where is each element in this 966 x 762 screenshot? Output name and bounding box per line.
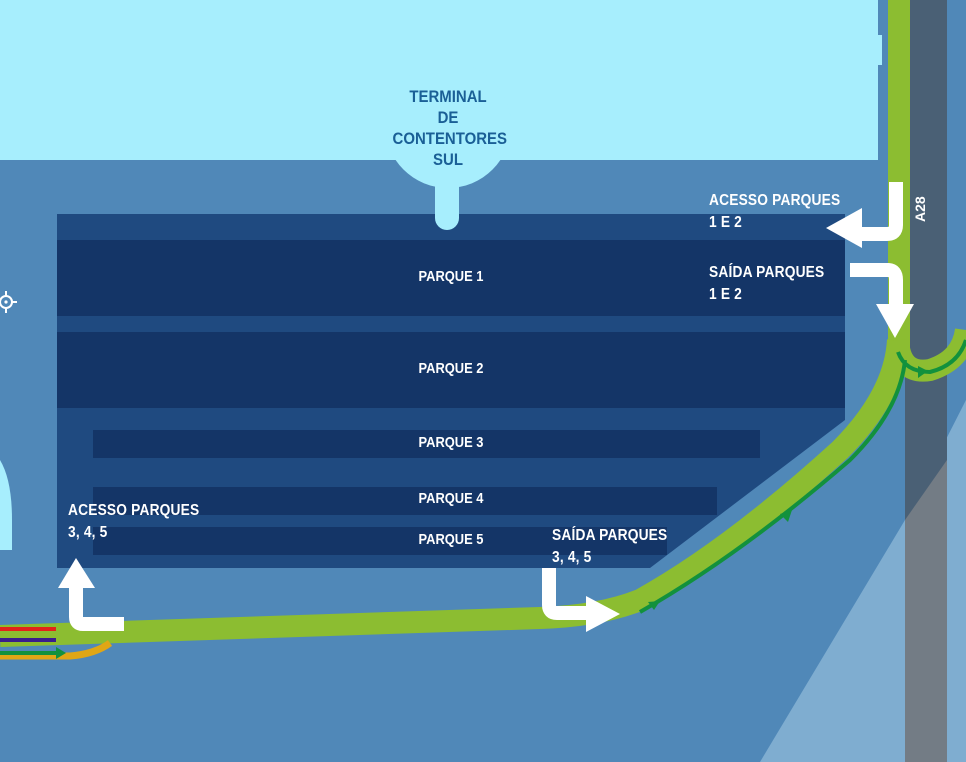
highway-a28-lower xyxy=(905,460,947,762)
park-4-area xyxy=(93,487,717,515)
terminal-bubble xyxy=(385,62,511,188)
park-5-label: PARQUE 5 xyxy=(418,531,484,548)
exit-3-4-5-line-2: 3, 4, 5 xyxy=(552,549,592,566)
exit-3-4-5-sign: SAÍDA PARQUES 3, 4, 5 xyxy=(552,525,667,569)
access-1-2-sign: ACESSO PARQUES 1 E 2 xyxy=(709,190,840,234)
exit-1-2-arrow xyxy=(850,263,903,305)
access-3-4-5-line-1: ACESSO PARQUES xyxy=(68,502,200,519)
exit-3-4-5-arrow xyxy=(542,568,588,620)
water-notch xyxy=(870,35,882,65)
locate-crosshair-icon[interactable] xyxy=(0,290,18,314)
park-2-area xyxy=(57,332,845,408)
access-1-2-arrow xyxy=(860,182,903,241)
access-3-4-5-sign: ACESSO PARQUES 3, 4, 5 xyxy=(68,500,199,544)
park-3-label: PARQUE 3 xyxy=(418,434,484,451)
route-arrowhead-2 xyxy=(780,510,792,522)
exit-1-2-line-2: 1 E 2 xyxy=(709,286,742,303)
park-1-label: PARQUE 1 xyxy=(418,268,484,285)
terminal-line-2: DE xyxy=(437,108,459,127)
exit-3-4-5-line-1: SAÍDA PARQUES xyxy=(552,527,668,544)
yellow-line xyxy=(0,640,113,660)
exit-3-4-5-arrowhead xyxy=(586,596,620,632)
access-1-2-line-1: ACESSO PARQUES xyxy=(709,192,841,209)
access-1-2-line-2: 1 E 2 xyxy=(709,214,742,231)
access-3-4-5-line-2: 3, 4, 5 xyxy=(68,524,108,541)
terminal-line-4: SUL xyxy=(433,150,463,169)
access-3-4-5-arrow xyxy=(69,585,124,631)
park-4-label: PARQUE 4 xyxy=(418,490,484,507)
exit-1-2-sign: SAÍDA PARQUES 1 E 2 xyxy=(709,262,824,306)
access-3-4-5-arrowhead xyxy=(58,558,95,588)
park-5-area xyxy=(93,527,667,555)
exit-1-2-arrowhead xyxy=(876,304,914,338)
terminal-label: TERMINAL DE CONTENTORES SUL xyxy=(392,86,508,170)
exit-1-2-line-1: SAÍDA PARQUES xyxy=(709,264,825,281)
park-1-area xyxy=(57,240,845,316)
water-left xyxy=(0,460,12,550)
route-arrowhead-1 xyxy=(648,601,660,610)
terminal-line-1: TERMINAL xyxy=(409,87,487,106)
highway-label: A28 xyxy=(912,196,928,222)
park-3-area xyxy=(93,430,760,458)
route-arrowhead-3 xyxy=(918,366,928,378)
terminal-line-3: CONTENTORES xyxy=(392,129,508,148)
route-direction-line xyxy=(639,359,907,614)
park-2-label: PARQUE 2 xyxy=(418,360,484,377)
access-1-2-arrowhead xyxy=(826,208,862,248)
route-direction-branch xyxy=(896,339,966,375)
green-line-arrowhead xyxy=(56,647,66,659)
terminal-pointer xyxy=(435,170,459,230)
